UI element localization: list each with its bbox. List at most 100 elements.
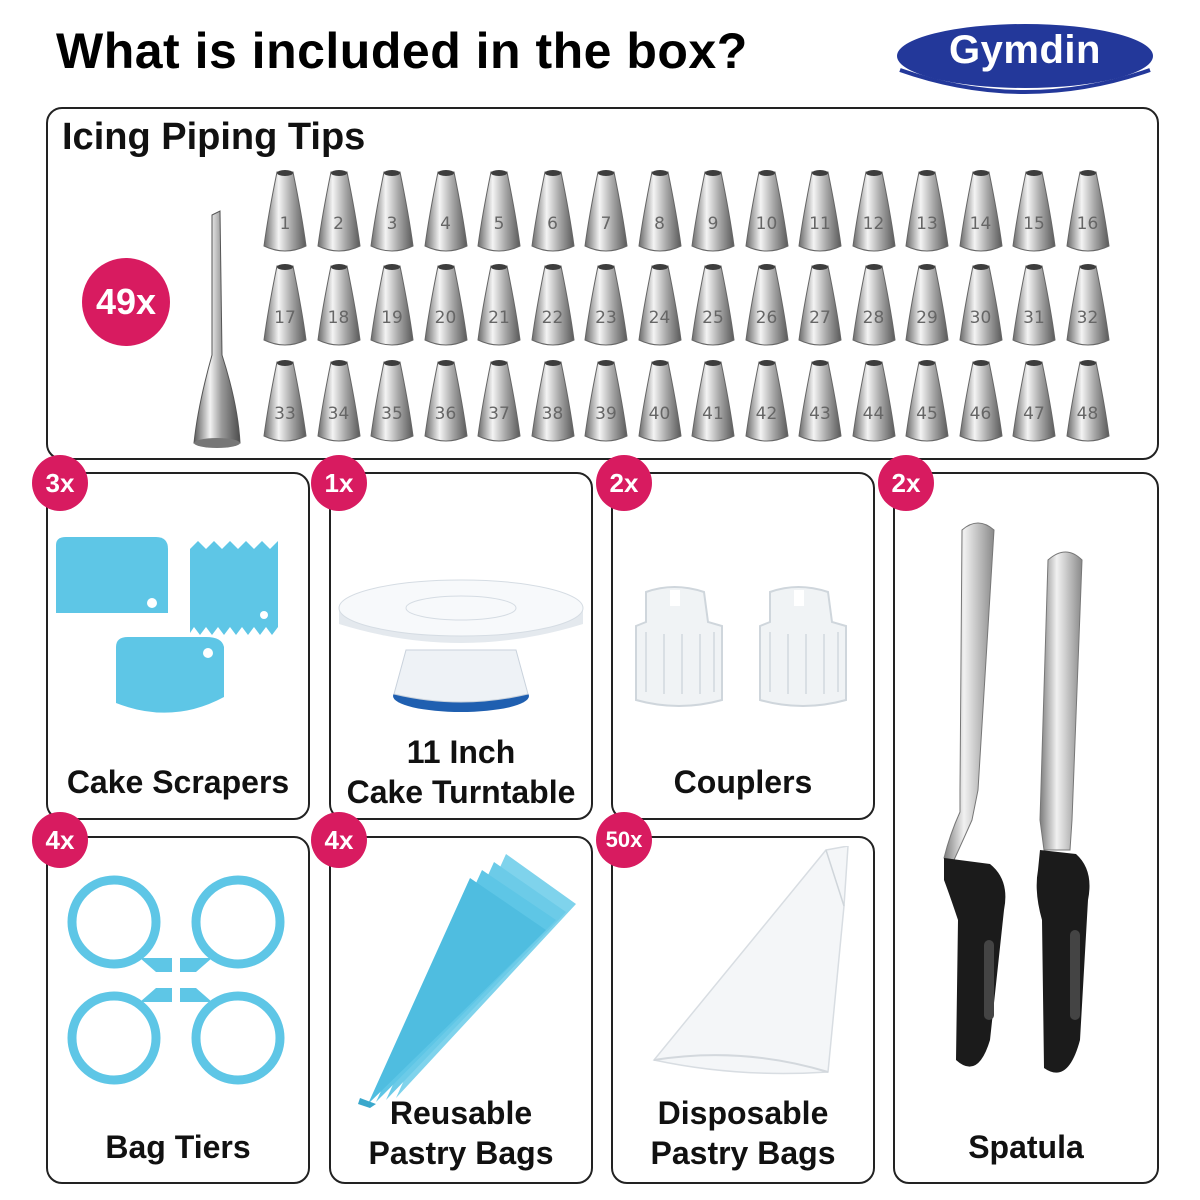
piping-tip-icon: [584, 360, 628, 442]
piping-tip-number: 42: [755, 404, 778, 424]
disposable-bags-label-line2: Pastry Bags: [650, 1135, 836, 1171]
piping-tip-icon: [798, 170, 842, 252]
piping-tip: 35: [369, 358, 415, 444]
piping-tip-number: 25: [702, 308, 724, 328]
scrapers-count-badge: 3x: [32, 455, 88, 511]
piping-tip-number: 40: [648, 404, 671, 424]
piping-tip: 11: [797, 168, 843, 254]
piping-tip-icon: [423, 264, 468, 346]
piping-tip: 12: [851, 168, 897, 254]
piping-tip-number: 41: [702, 404, 724, 424]
piping-tip-icon: [316, 170, 361, 252]
gymdin-logo: [897, 24, 1153, 94]
piping-tips-count-badge: 49x: [82, 258, 170, 346]
piping-tip-number: 11: [809, 214, 831, 234]
piping-tip-icon: [423, 360, 468, 442]
piping-tip-icon: [1065, 360, 1110, 442]
piping-tip: 28: [851, 262, 897, 348]
piping-tip-number: 18: [327, 308, 350, 328]
piping-tip: 16: [1065, 168, 1111, 254]
turntable-panel: [329, 472, 593, 820]
piping-tip: 21: [476, 262, 522, 348]
piping-tip: 47: [1011, 358, 1057, 444]
turntable-label-line1: 11 Inch: [406, 734, 516, 770]
piping-tip-number: 44: [862, 404, 885, 424]
piping-tip-number: 43: [809, 404, 831, 424]
piping-tip: 20: [423, 262, 469, 348]
piping-tip: 34: [316, 358, 362, 444]
spatula-count-badge: 2x: [878, 455, 934, 511]
piping-tip: 19: [369, 262, 415, 348]
reusable-bags-icon: [358, 854, 576, 1108]
piping-tip-number: 46: [969, 404, 992, 424]
couplers-count-badge: 2x: [596, 455, 652, 511]
piping-tip-number: 4: [440, 214, 451, 234]
piping-tip-number: 29: [916, 308, 938, 328]
piping-tip-icon: [691, 264, 735, 346]
piping-tip-icon: [905, 264, 949, 346]
piping-tip: 39: [583, 358, 629, 444]
piping-tip-number: 24: [648, 308, 671, 328]
piping-tip-number: 1: [279, 214, 291, 234]
bag-tiers-icon: [67, 875, 285, 1085]
piping-tip-number: 30: [969, 308, 992, 328]
piping-tip: 40: [637, 358, 683, 444]
piping-tip: 26: [744, 262, 790, 348]
piping-tip-icon: [1012, 264, 1056, 346]
piping-tip: 10: [744, 168, 790, 254]
piping-tip-number: 32: [1076, 308, 1099, 328]
piping-tip: 25: [690, 262, 736, 348]
piping-tip-icon: [958, 360, 1003, 442]
piping-tip-number: 14: [969, 214, 992, 234]
piping-tip-number: 28: [862, 308, 885, 328]
piping-tip-number: 7: [600, 214, 612, 234]
spatula-label: Spatula: [968, 1129, 1084, 1165]
piping-tip-icon: [691, 360, 735, 442]
piping-tip: 32: [1065, 262, 1111, 348]
page-title: What is included in the box?: [56, 23, 748, 79]
piping-tip-number: 16: [1076, 214, 1099, 234]
piping-tip: 23: [583, 262, 629, 348]
piping-tip-number: 6: [547, 214, 558, 234]
piping-tip-icon: [744, 264, 789, 346]
piping-tip-number: 2: [333, 214, 344, 234]
piping-tip: 43: [797, 358, 843, 444]
piping-tip-icon: [477, 360, 521, 442]
piping-tip-number: 15: [1023, 214, 1045, 234]
piping-tip: 3: [369, 168, 415, 254]
piping-tip-number: 26: [755, 308, 778, 328]
reusable-bags-label-line2: Pastry Bags: [368, 1135, 554, 1171]
piping-tip-number: 48: [1076, 404, 1099, 424]
piping-tip: 27: [797, 262, 843, 348]
piping-tip-number: 10: [755, 214, 778, 234]
piping-tip: 31: [1011, 262, 1057, 348]
spatula-panel: [893, 472, 1159, 1184]
piping-tip-icon: [584, 264, 628, 346]
piping-tip: 13: [904, 168, 950, 254]
disposable-bags-icon: [652, 846, 849, 1075]
piping-tip-icon: [263, 264, 307, 346]
piping-tip-icon: [1012, 360, 1056, 442]
piping-tips-heading: Icing Piping Tips: [62, 116, 366, 158]
piping-tip-icon: [1012, 170, 1056, 252]
reusable-bags-count-badge: 4x: [311, 812, 367, 868]
piping-tip-icon: [263, 360, 307, 442]
piping-tip-number: 12: [862, 214, 885, 234]
reusable-bags-label-line1: Reusable: [389, 1095, 533, 1131]
piping-tip-icon: [851, 360, 896, 442]
piping-tip: 48: [1065, 358, 1111, 444]
piping-tip-icon: [1065, 264, 1110, 346]
piping-tip: 22: [530, 262, 576, 348]
piping-tip: 44: [851, 358, 897, 444]
spatula-icon: [943, 522, 1090, 1073]
piping-tip-icon: [798, 264, 842, 346]
cake-scrapers-icon: [56, 537, 278, 713]
piping-tip-icon: [851, 170, 896, 252]
piping-tip-number: 47: [1023, 404, 1045, 424]
piping-tip-number: 23: [595, 308, 617, 328]
piping-tip: 24: [637, 262, 683, 348]
piping-tip-number: 17: [274, 308, 296, 328]
piping-tip-number: 39: [595, 404, 617, 424]
couplers-label: Couplers: [673, 764, 813, 800]
piping-tip: 5: [476, 168, 522, 254]
